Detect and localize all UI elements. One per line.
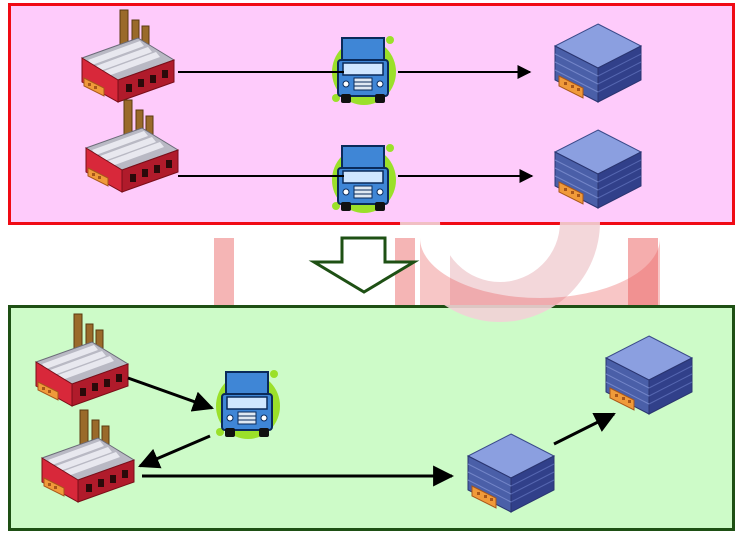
watermark-logo	[210, 222, 660, 322]
flow-arrow	[127, 376, 214, 412]
before-panel	[8, 3, 735, 225]
after-panel	[8, 305, 735, 531]
flow-arrow	[553, 412, 616, 446]
down-arrow-icon	[308, 236, 420, 294]
after-panel-fill	[11, 308, 732, 528]
flow-arrow	[138, 434, 211, 469]
